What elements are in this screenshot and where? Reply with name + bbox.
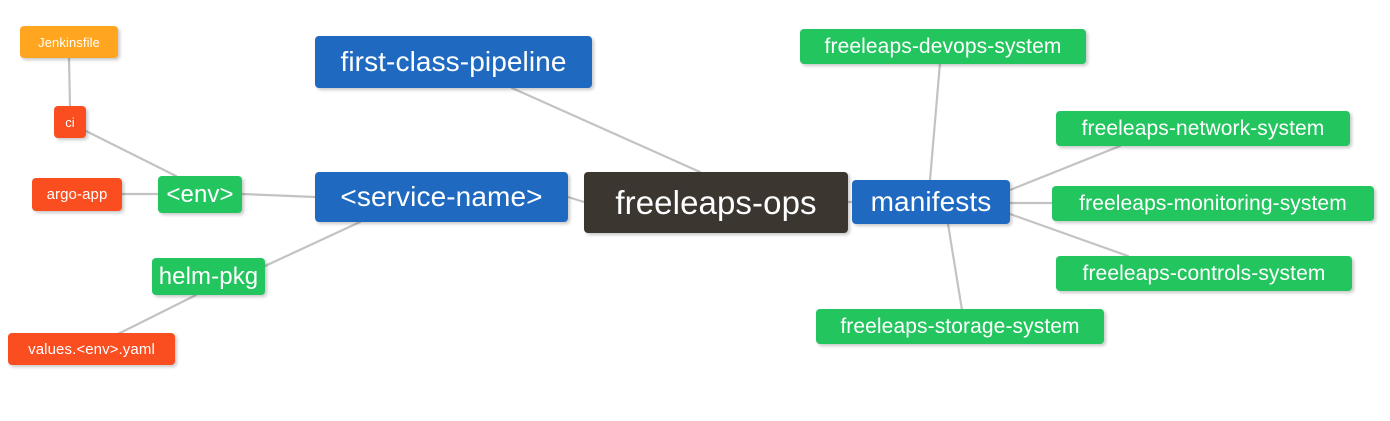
node-ci[interactable]: ci xyxy=(54,106,86,138)
node-service-name[interactable]: <service-name> xyxy=(315,172,568,222)
edge-ci-jenkinsfile xyxy=(67,56,72,108)
edge-root-first-class-pipeline xyxy=(510,86,702,174)
node-env[interactable]: <env> xyxy=(158,176,242,213)
node-monitoring-system[interactable]: freeleaps-monitoring-system xyxy=(1052,186,1374,221)
node-controls-system-label: freeleaps-controls-system xyxy=(1082,262,1326,285)
node-manifests-label: manifests xyxy=(870,186,992,217)
node-storage-system-label: freeleaps-storage-system xyxy=(840,315,1080,338)
edge-service-name-helm-pkg xyxy=(263,220,362,268)
node-argo-app[interactable]: argo-app xyxy=(32,178,122,211)
node-monitoring-system-label: freeleaps-monitoring-system xyxy=(1079,192,1347,215)
node-service-name-label: <service-name> xyxy=(340,181,543,212)
node-network-system-label: freeleaps-network-system xyxy=(1081,117,1325,140)
node-network-system[interactable]: freeleaps-network-system xyxy=(1056,111,1350,146)
edge-manifests-devops-system xyxy=(928,61,942,182)
node-manifests[interactable]: manifests xyxy=(852,180,1010,224)
node-root-freeleaps-ops[interactable]: freeleaps-ops xyxy=(584,172,848,233)
node-storage-system[interactable]: freeleaps-storage-system xyxy=(816,309,1104,344)
edge-service-name-env xyxy=(240,192,317,199)
edge-manifests-storage-system xyxy=(946,222,964,312)
node-first-class-pipeline[interactable]: first-class-pipeline xyxy=(315,36,592,88)
node-jenkinsfile-label: Jenkinsfile xyxy=(38,34,100,50)
node-values-yaml[interactable]: values.<env>.yaml xyxy=(8,333,175,365)
node-argo-app-label: argo-app xyxy=(46,186,108,203)
node-jenkinsfile[interactable]: Jenkinsfile xyxy=(20,26,118,58)
edge-helm-pkg-values-yaml xyxy=(116,293,198,336)
edge-manifests-network-system xyxy=(1008,144,1122,192)
node-devops-system-label: freeleaps-devops-system xyxy=(824,35,1062,58)
edge-root-service-name xyxy=(566,195,586,204)
node-helm-pkg[interactable]: helm-pkg xyxy=(152,258,265,295)
node-helm-pkg-label: helm-pkg xyxy=(158,262,259,290)
node-values-yaml-label: values.<env>.yaml xyxy=(28,340,155,358)
node-controls-system[interactable]: freeleaps-controls-system xyxy=(1056,256,1352,291)
node-devops-system[interactable]: freeleaps-devops-system xyxy=(800,29,1086,64)
edge-env-ci xyxy=(84,129,178,178)
node-env-label: <env> xyxy=(166,180,234,208)
node-root-freeleaps-ops-label: freeleaps-ops xyxy=(615,184,817,221)
node-first-class-pipeline-label: first-class-pipeline xyxy=(340,46,567,77)
node-ci-label: ci xyxy=(65,114,75,130)
